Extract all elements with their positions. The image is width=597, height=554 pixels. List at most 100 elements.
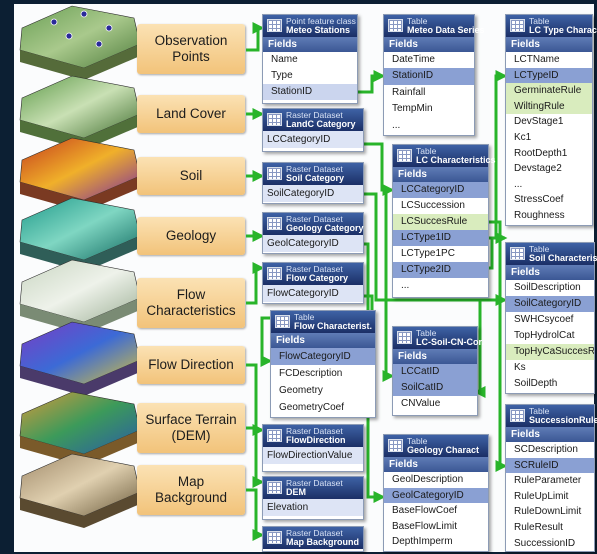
field-row[interactable]: DateTime <box>392 54 435 65</box>
field-row[interactable]: SoilCategoryID <box>506 296 594 312</box>
field-row[interactable]: RuleParameter <box>514 475 582 487</box>
field-row[interactable]: Devstage2 <box>514 163 562 175</box>
field-row[interactable]: StationID <box>384 68 474 85</box>
table-icon <box>510 19 525 32</box>
layer-label-land-cover: Land Cover <box>137 95 245 133</box>
connector-stationid-link <box>356 70 386 94</box>
map-background-terrain-slab <box>19 453 141 528</box>
field-row[interactable]: GeolDescription <box>392 474 464 485</box>
field-row[interactable]: DevStage1 <box>514 116 564 128</box>
field-row[interactable]: GeometryCoef <box>279 402 345 413</box>
field-row[interactable]: TopHydrolCat <box>514 330 575 341</box>
field-row[interactable]: SoilCategoryID <box>263 185 363 202</box>
field-row[interactable]: GerminateRule <box>506 83 592 99</box>
connector-flowchar-to-dataset <box>246 262 265 305</box>
table-icon <box>388 19 403 32</box>
field-row[interactable]: SWHCsycoef <box>514 314 574 325</box>
field-row[interactable]: Ks <box>514 362 526 373</box>
field-row[interactable]: LCSuccession <box>401 200 465 211</box>
field-row[interactable]: StressCoef <box>514 194 564 206</box>
connector-soilcategory-link <box>362 192 508 306</box>
table-icon <box>397 331 412 344</box>
observation-point-marker <box>105 24 113 32</box>
field-row[interactable]: ... <box>401 280 410 291</box>
field-row[interactable]: Name <box>271 54 298 65</box>
terrain-layer-stack <box>19 5 141 528</box>
field-row[interactable]: TopHyCaSuccesRule <box>506 344 594 360</box>
field-row[interactable]: RuleResult <box>514 521 563 533</box>
field-row[interactable]: StationID <box>263 84 357 100</box>
field-row[interactable]: LCType2ID <box>393 262 488 278</box>
field-row[interactable]: CNValue <box>401 398 441 409</box>
field-row[interactable]: FCDescription <box>279 368 343 379</box>
field-row[interactable]: Kc1 <box>514 131 532 143</box>
raster-icon <box>267 531 282 544</box>
table-icon <box>510 247 525 260</box>
field-row[interactable]: SCRuleID <box>506 457 594 474</box>
field-row[interactable]: BaseFlowLimit <box>392 520 458 532</box>
connector-lccategory-link <box>362 142 395 196</box>
field-row[interactable]: LCTypeID <box>506 67 592 84</box>
raster-icon <box>267 167 282 180</box>
field-row[interactable]: Type <box>271 70 293 81</box>
field-row[interactable]: GeolCategoryID <box>384 487 488 504</box>
layer-label-geology: Geology <box>137 217 245 255</box>
table-icon <box>267 19 282 32</box>
field-row[interactable]: LCCatID <box>393 364 477 380</box>
field-row[interactable]: WiltingRule <box>506 98 592 115</box>
field-row[interactable]: LCCategoryID <box>263 131 363 148</box>
observation-point-marker <box>50 18 58 26</box>
field-row[interactable]: LCType1ID <box>393 230 488 246</box>
observation-point-marker <box>95 40 103 48</box>
field-row[interactable]: ... <box>392 119 401 131</box>
connector-mapbg-to-dataset <box>246 488 265 541</box>
field-row[interactable]: RootDepth1 <box>514 147 568 159</box>
table-icon <box>397 149 412 162</box>
field-row[interactable]: GeolCategoryID <box>263 235 363 252</box>
field-row[interactable]: Roughness <box>514 209 565 221</box>
raster-icon <box>267 267 282 280</box>
field-row[interactable]: LCSuccesRule <box>393 214 488 230</box>
field-row[interactable]: LCCategoryID <box>393 182 488 198</box>
field-row[interactable]: SuccessionID <box>514 537 576 549</box>
field-row[interactable]: LCType1PC <box>401 248 455 259</box>
field-row[interactable]: Elevation <box>263 499 363 516</box>
table-icon <box>388 439 403 452</box>
field-row[interactable]: LCTName <box>514 54 560 65</box>
field-row[interactable]: BaseFlowCoef <box>392 505 458 517</box>
field-row[interactable]: FlowCategoryID <box>263 285 363 302</box>
layer-label-flow-direction: Flow Direction <box>137 346 245 384</box>
field-row[interactable]: DepthImperm <box>392 536 453 548</box>
field-row[interactable]: FlowDirectionValue <box>263 447 363 464</box>
raster-icon <box>267 429 282 442</box>
field-row[interactable]: RuleDownLimit <box>514 506 582 518</box>
field-row[interactable]: TempMin <box>392 103 433 115</box>
field-row[interactable]: Rainfall <box>392 86 426 98</box>
field-row[interactable]: SCDescription <box>514 444 578 455</box>
layer-label-soil: Soil <box>137 157 245 195</box>
field-row[interactable]: SoilDescription <box>514 282 581 293</box>
field-row[interactable]: RuleUpLimit <box>514 490 569 502</box>
field-row[interactable]: SoilCatID <box>393 380 477 396</box>
field-row[interactable]: Geometry <box>279 385 323 396</box>
field-row[interactable]: FlowCategoryID <box>271 348 375 365</box>
field-row[interactable]: SoilDepth <box>514 378 558 389</box>
field-row[interactable]: ... <box>514 178 523 190</box>
